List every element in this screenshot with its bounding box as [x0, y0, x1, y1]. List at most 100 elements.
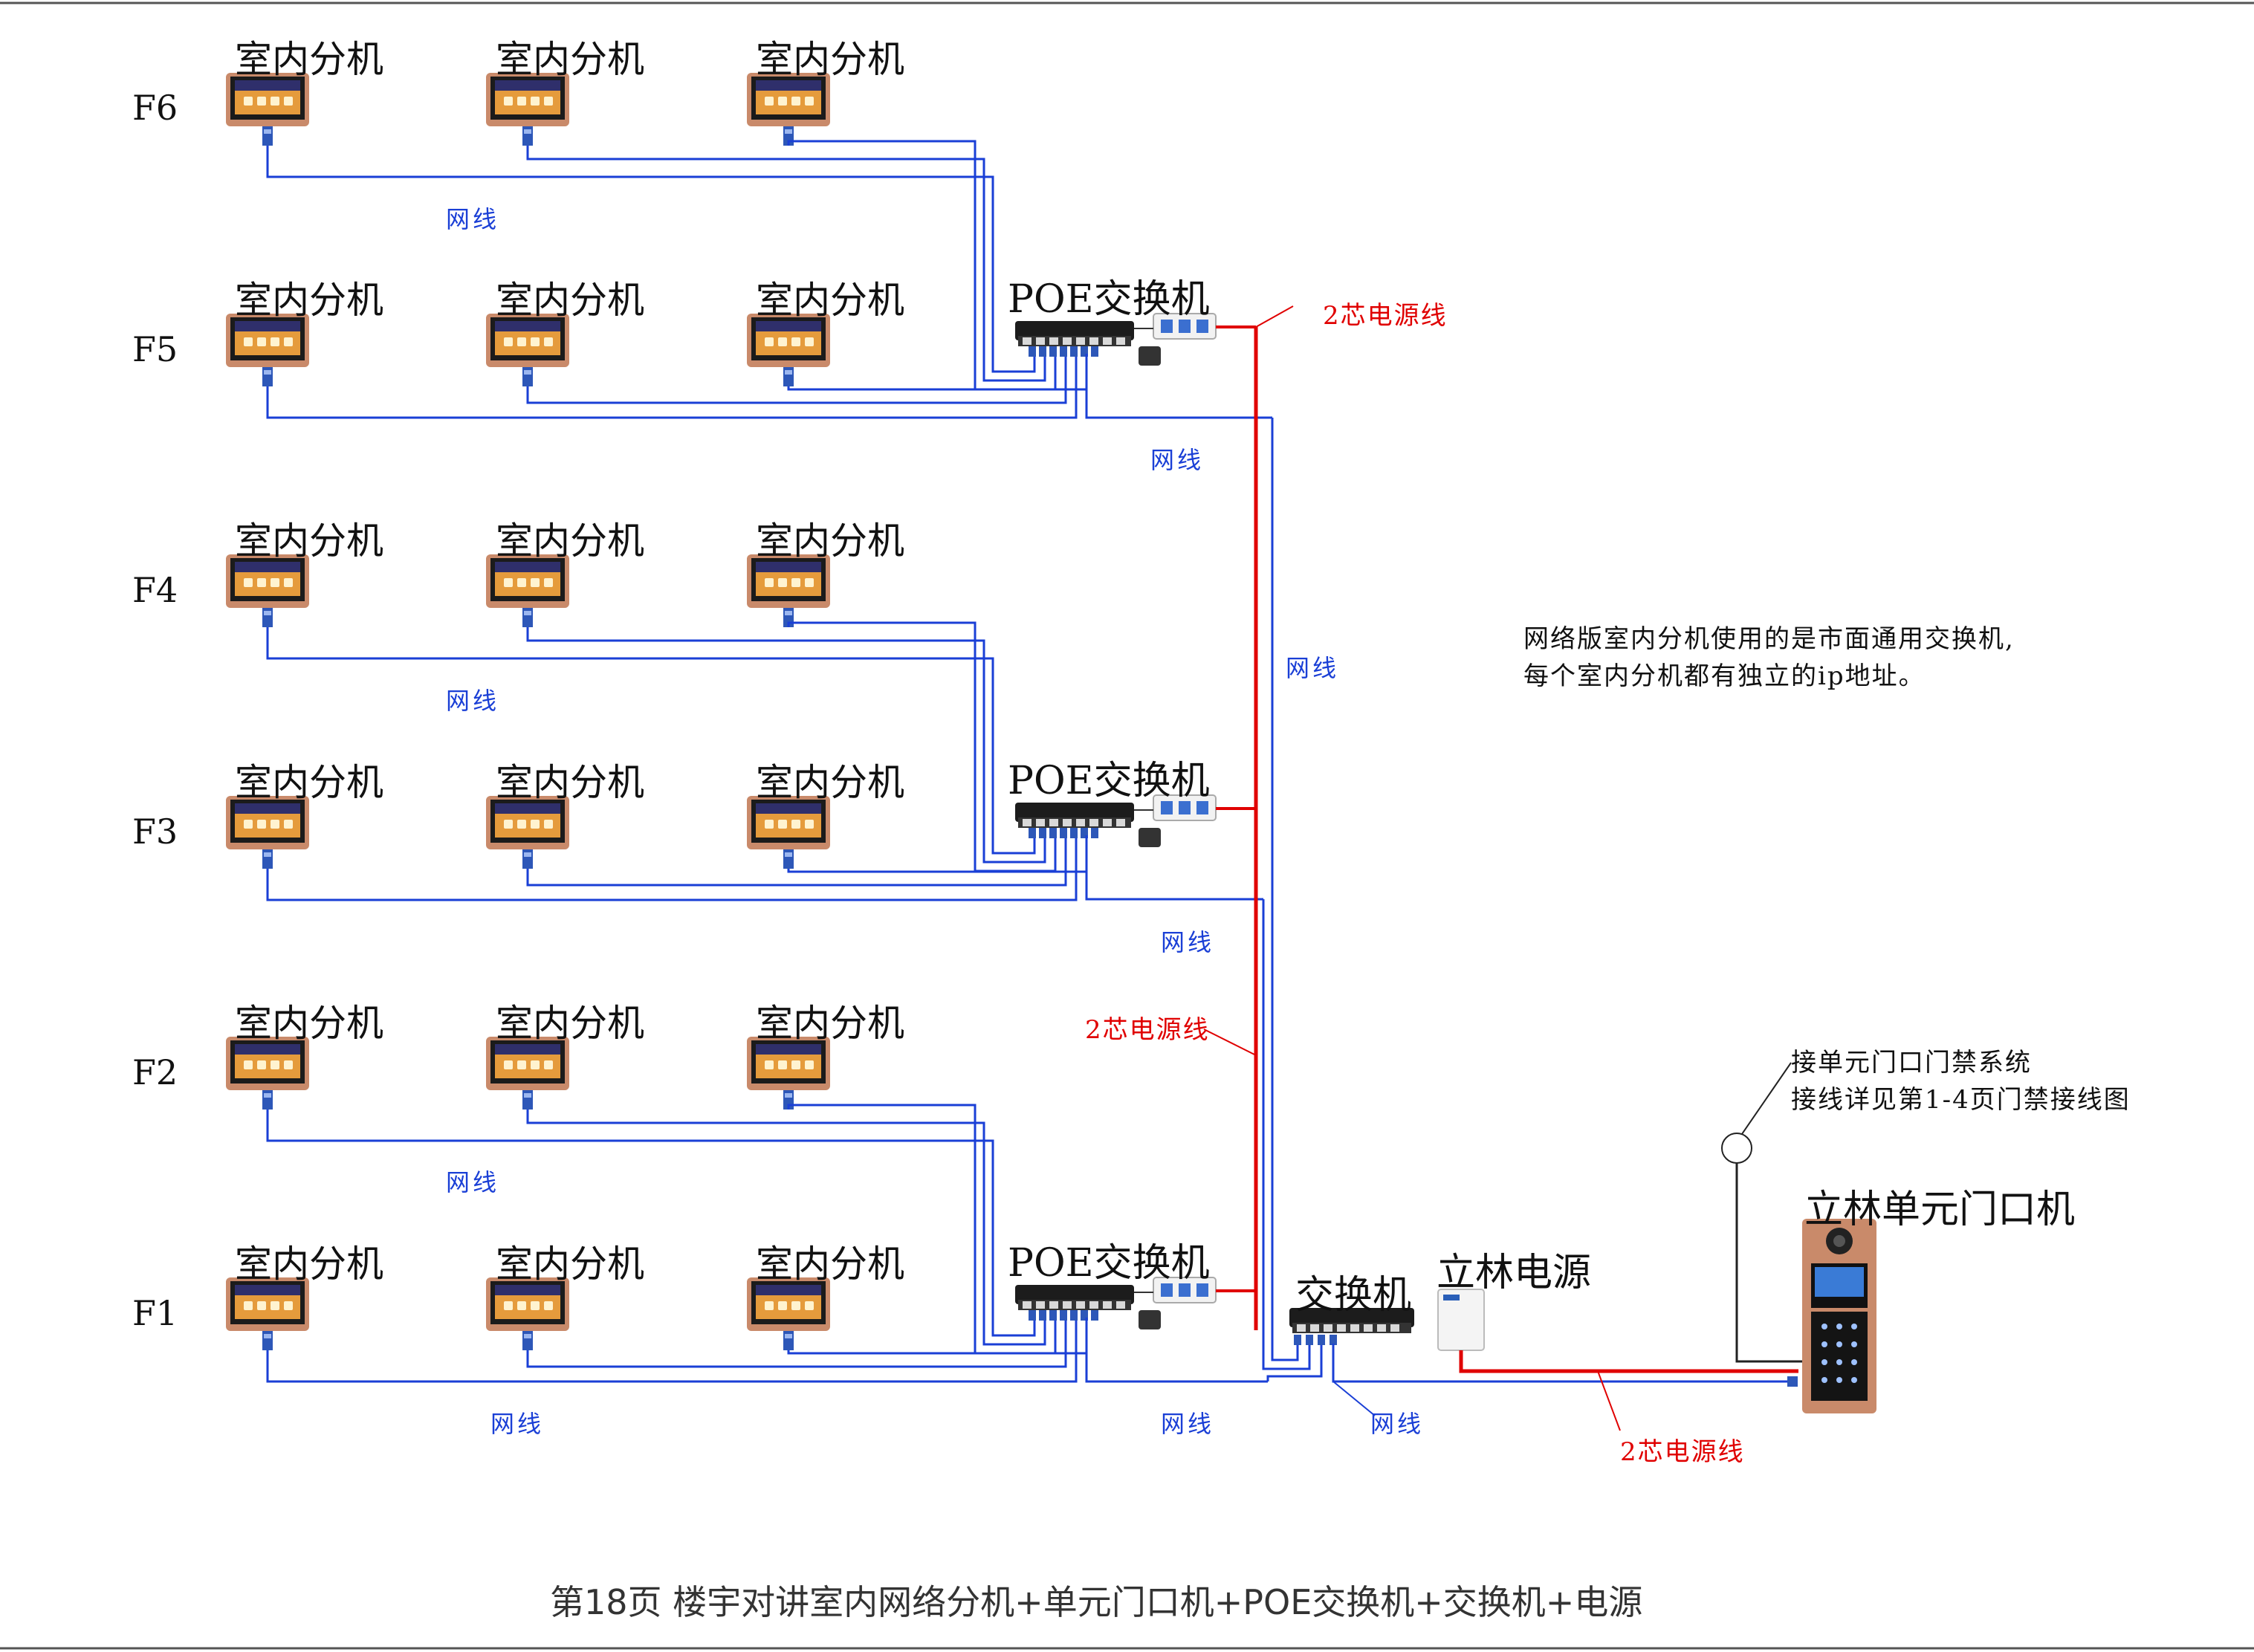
net-cable	[526, 1318, 1067, 1368]
indoor-unit-screen-bar	[495, 1285, 560, 1295]
app-icon	[544, 1060, 553, 1069]
indoor-unit-screen-bar	[495, 803, 560, 814]
switch-port	[1103, 337, 1112, 345]
floor-label-f2: F2	[132, 1052, 178, 1092]
net-cable	[787, 140, 1057, 391]
rj45-plug-contacts	[785, 611, 792, 615]
app-icon	[257, 337, 266, 346]
rj45-plug-icon	[1049, 346, 1057, 357]
system-note-line1: 网络版室内分机使用的是市面通用交换机,	[1523, 624, 2015, 654]
switch-port	[1364, 1324, 1373, 1332]
app-icon	[284, 1301, 293, 1310]
power-label-leader	[1203, 1029, 1257, 1056]
floor-label-f4: F4	[132, 570, 178, 610]
rj45-plug-icon	[522, 1331, 533, 1350]
app-icon	[544, 97, 553, 106]
app-icon	[271, 578, 279, 587]
socket-icon	[1179, 320, 1191, 333]
rj45-plug-icon	[1039, 346, 1046, 357]
backbone-net-cable	[1266, 1344, 1323, 1381]
keypad-key	[1836, 1359, 1842, 1365]
indoor-unit-label: 室内分机	[756, 1243, 904, 1286]
net-cable-label: 网线	[446, 205, 500, 233]
app-icon	[244, 1301, 253, 1310]
poe-switch-label: POE交换机	[1008, 1241, 1210, 1286]
rj45-plug-contacts	[264, 370, 271, 375]
rj45-plug-contacts	[785, 1093, 792, 1098]
poe-switch-front	[1018, 1300, 1131, 1310]
net-cable	[787, 1318, 1088, 1355]
rj45-plug-icon	[1029, 1310, 1036, 1321]
net-cable	[526, 835, 1067, 887]
indoor-unit-screen-bar	[235, 803, 300, 814]
app-icon	[791, 820, 800, 829]
app-icon	[504, 337, 513, 346]
rj45-plug-icon	[1091, 346, 1098, 357]
rj45-plug-icon	[1060, 828, 1067, 838]
net-cable	[266, 835, 1078, 901]
switch-port	[1076, 1301, 1085, 1309]
app-icon	[531, 1060, 540, 1069]
rj45-plug-icon	[262, 367, 273, 386]
indoor-unit-screen-bar	[495, 562, 560, 572]
indoor-unit-screen-bar	[235, 321, 300, 331]
indoor-unit-label: 室内分机	[496, 1243, 644, 1286]
app-icon	[805, 337, 814, 346]
switch-port	[1023, 337, 1032, 345]
rj45-plug-icon	[783, 367, 794, 386]
app-icon	[504, 578, 513, 587]
switch-port	[1337, 1324, 1346, 1332]
net-cable-label: 网线	[490, 1410, 545, 1438]
indoor-unit-label: 室内分机	[235, 519, 383, 563]
app-icon	[805, 578, 814, 587]
indoor-unit-screen-bar	[756, 1044, 821, 1055]
rj45-plug-icon	[1330, 1335, 1337, 1345]
net-cable	[266, 1318, 1078, 1383]
floor-label-f6: F6	[132, 88, 178, 128]
switch-port	[1063, 337, 1072, 345]
app-icon	[544, 1301, 553, 1310]
net-cable	[1085, 354, 1272, 419]
app-icon	[271, 1301, 279, 1310]
net-label-leader	[1332, 1381, 1376, 1416]
indoor-unit-label: 室内分机	[235, 279, 383, 322]
rj45-plug-contacts	[264, 852, 271, 857]
app-icon	[504, 1301, 513, 1310]
indoor-unit-screen-bar	[235, 1285, 300, 1295]
indoor-unit-screen-bar	[756, 562, 821, 572]
power-cable-label: 2芯电源线	[1323, 301, 1448, 331]
keypad-key	[1851, 1359, 1857, 1365]
switch-port	[1116, 819, 1125, 826]
indoor-unit-screen-bar	[495, 321, 560, 331]
switch-port	[1063, 819, 1072, 826]
rj45-plug-icon	[522, 849, 533, 869]
door-access-cable	[1735, 1163, 1802, 1363]
app-icon	[778, 1301, 787, 1310]
app-icon	[778, 1060, 787, 1069]
rj45-plug-contacts	[524, 1093, 531, 1098]
app-icon	[504, 97, 513, 106]
door-station-label: 立林单元门口机	[1804, 1188, 2076, 1232]
indoor-unit-screen-bar	[756, 80, 821, 91]
switch-port	[1324, 1324, 1332, 1332]
app-icon	[765, 97, 774, 106]
switch-port	[1103, 1301, 1112, 1309]
socket-icon	[1196, 320, 1208, 333]
rj45-plug-icon	[1081, 1310, 1088, 1321]
app-icon	[805, 1301, 814, 1310]
switch-icon	[1289, 1308, 1414, 1327]
rj45-plug-icon	[1049, 1310, 1057, 1321]
power-label-leader	[1255, 305, 1294, 328]
app-icon	[284, 820, 293, 829]
net-cable-label: 网线	[1286, 654, 1340, 682]
indoor-unit-label: 室内分机	[496, 519, 644, 563]
keypad-key	[1821, 1324, 1827, 1329]
app-icon	[284, 97, 293, 106]
app-icon	[257, 578, 266, 587]
app-icon	[271, 820, 279, 829]
backbone-net-cable	[1271, 418, 1299, 1361]
app-icon	[257, 1301, 266, 1310]
app-icon	[504, 820, 513, 829]
app-icon	[531, 820, 540, 829]
